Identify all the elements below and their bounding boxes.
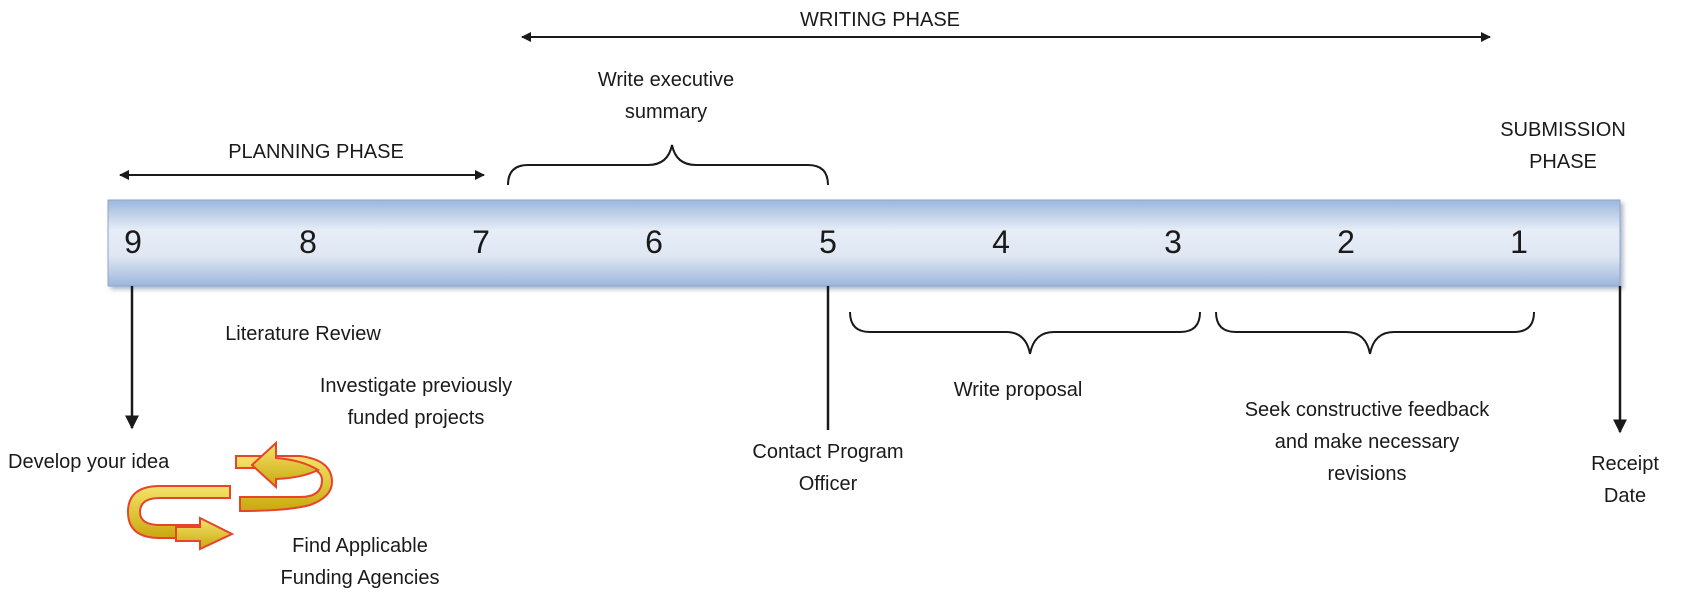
- submission-phase-label: SUBMISSION PHASE: [1463, 114, 1663, 178]
- feedback-brace: [1215, 311, 1535, 355]
- timeline-number-3: 3: [1164, 224, 1182, 260]
- find-agencies-label: Find Applicable Funding Agencies: [220, 530, 500, 594]
- executive-summary-label: Write executive summary: [536, 64, 796, 128]
- contact-officer-line-1: Contact Program: [752, 441, 904, 463]
- submission-phase-line-2: PHASE: [1529, 151, 1597, 173]
- executive-summary-brace: [507, 144, 829, 186]
- receipt-date-line-2: Date: [1603, 485, 1647, 507]
- investigate-line-2: funded projects: [347, 407, 485, 429]
- timeline-number-2: 2: [1337, 224, 1355, 260]
- write-proposal-brace: [849, 311, 1201, 355]
- receipt-date-line-1: Receipt: [1591, 453, 1659, 475]
- timeline-number-9: 9: [124, 224, 142, 260]
- feedback-line-2: and make necessary: [1274, 431, 1460, 453]
- timeline-number-5: 5: [819, 224, 837, 260]
- cycle-arrows-icon: [126, 440, 334, 551]
- timeline-number-7: 7: [472, 224, 490, 260]
- timeline-number-6: 6: [645, 224, 663, 260]
- literature-review-label: Literature Review: [225, 323, 381, 345]
- contact-officer-label: Contact Program Officer: [698, 436, 958, 500]
- contact-officer-line-2: Officer: [798, 473, 858, 495]
- timeline-number-4: 4: [992, 224, 1010, 260]
- find-agencies-line-1: Find Applicable: [292, 535, 428, 557]
- investigate-line-1: Investigate previously: [319, 375, 513, 397]
- writing-phase-label: WRITING PHASE: [799, 9, 960, 31]
- timeline-number-8: 8: [299, 224, 317, 260]
- timeline-number-1: 1: [1510, 224, 1528, 260]
- feedback-line-3: revisions: [1327, 463, 1407, 485]
- find-agencies-line-2: Funding Agencies: [280, 567, 440, 589]
- executive-summary-line-2: summary: [624, 101, 708, 123]
- receipt-date-label: Receipt Date: [1565, 448, 1684, 512]
- feedback-line-1: Seek constructive feedback: [1244, 399, 1490, 421]
- submission-phase-line-1: SUBMISSION: [1500, 119, 1626, 141]
- feedback-label: Seek constructive feedback and make nece…: [1197, 394, 1537, 490]
- executive-summary-line-1: Write executive: [597, 69, 735, 91]
- write-proposal-label: Write proposal: [953, 379, 1083, 401]
- planning-phase-label: PLANNING PHASE: [228, 141, 404, 163]
- investigate-label: Investigate previously funded projects: [256, 370, 576, 434]
- timeline-bar: [107, 199, 1621, 287]
- develop-idea-label: Develop your idea: [8, 451, 170, 473]
